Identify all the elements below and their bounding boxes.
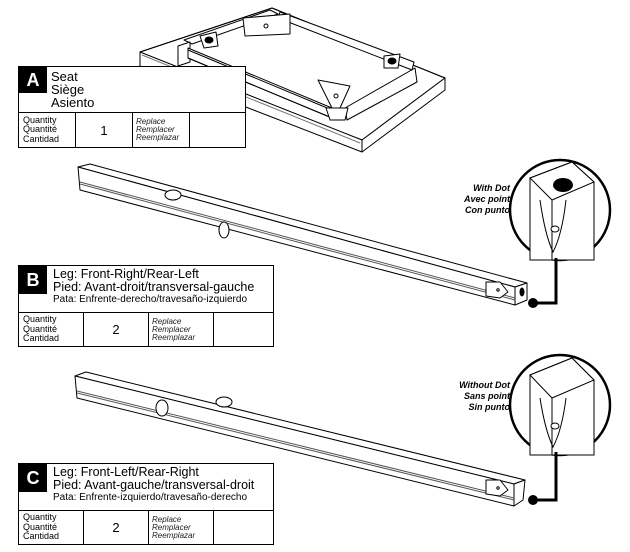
leader-line xyxy=(536,258,558,305)
part-name-en: Leg: Front-Left/Rear-Right xyxy=(53,465,199,479)
quantity-label-en: Quantity xyxy=(23,314,57,325)
callout-line: Sin punto xyxy=(468,401,511,412)
dot-mark-icon xyxy=(553,178,573,192)
without-dot-detail xyxy=(508,353,612,505)
quantity-label-es: Cantidad xyxy=(23,133,60,144)
quantity-label-en: Quantity xyxy=(23,114,57,125)
callout-line: With Dot xyxy=(473,183,510,193)
part-name: Leg: Front-Right/Rear-Left Pied: Avant-d… xyxy=(53,268,254,305)
replace-label: Replace Remplacer Reemplazar xyxy=(133,113,190,147)
with-dot-callout: With Dot Avec point Con punto xyxy=(430,183,510,215)
without-dot-callout: Without Dot Sans point Sin punto xyxy=(420,380,510,412)
part-name: Leg: Front-Left/Rear-Right Pied: Avant-g… xyxy=(53,466,254,503)
quantity-label-en: Quantity xyxy=(23,512,57,523)
leader-line xyxy=(536,452,558,502)
replace-label-en: Replace xyxy=(152,514,182,524)
part-name-fr: Pied: Avant-droit/transversal-gauche xyxy=(53,279,255,294)
part-name-fr: Pied: Avant-gauche/transversal-droit xyxy=(53,477,255,492)
quantity-label-es: Cantidad xyxy=(23,333,60,344)
replace-label-en: Replace xyxy=(136,117,166,126)
replace-label: Replace Remplacer Reemplazar xyxy=(149,511,214,544)
quantity-label-fr: Quantité xyxy=(23,323,58,334)
callout-line: Without Dot xyxy=(459,380,510,390)
part-name-fr: Siège xyxy=(51,82,85,97)
leg-c-hole xyxy=(155,399,169,417)
part-name-es: Pata: Enfrente-derecho/travesaño-izquier… xyxy=(53,294,248,305)
replace-label-en: Replace xyxy=(152,316,182,326)
quantity-value: 2 xyxy=(84,313,149,346)
quantity-row: Quantity Quantité Cantidad 2 Replace Rem… xyxy=(19,511,273,544)
part-name: Seat Siège Asiento xyxy=(51,70,94,109)
part-c-header: C Leg: Front-Left/Rear-Right Pied: Avant… xyxy=(19,464,273,511)
callout-line: Con punto xyxy=(465,204,510,215)
quantity-value: 2 xyxy=(84,511,149,544)
replace-label-es: Reemplazar xyxy=(152,530,196,540)
replace-label-es: Reemplazar xyxy=(152,332,196,342)
seat-illustration xyxy=(139,7,446,153)
leg-b-hole xyxy=(164,189,182,201)
part-a-header: A Seat Siège Asiento xyxy=(19,67,245,113)
replace-checkbox-cell[interactable] xyxy=(214,511,273,544)
part-name-en: Seat xyxy=(51,69,78,84)
replace-checkbox-cell[interactable] xyxy=(214,313,273,346)
quantity-label: Quantity Quantité Cantidad xyxy=(19,313,84,346)
part-a-label: A Seat Siège Asiento Quantity Quantité C… xyxy=(18,66,246,148)
leg-b-hole xyxy=(218,221,230,239)
replace-label-fr: Remplacer xyxy=(136,125,175,134)
quantity-label-es: Cantidad xyxy=(23,531,60,542)
part-c-label: C Leg: Front-Left/Rear-Right Pied: Avant… xyxy=(18,463,274,545)
replace-checkbox-cell[interactable] xyxy=(190,113,245,147)
leg-b-illustration xyxy=(77,163,528,306)
leg-c-illustration xyxy=(74,371,526,507)
callout-line: Sans point xyxy=(463,390,510,401)
quantity-label: Quantity Quantité Cantidad xyxy=(19,113,76,147)
quantity-row: Quantity Quantité Cantidad 1 Replace Rem… xyxy=(19,113,245,147)
leg-c-end-face xyxy=(513,479,526,507)
part-letter-badge: C xyxy=(19,464,47,492)
quantity-value: 1 xyxy=(76,113,133,147)
part-name-es: Asiento xyxy=(51,95,95,110)
part-letter-badge: A xyxy=(19,67,47,93)
quantity-label-fr: Quantité xyxy=(23,124,58,135)
part-name-en: Leg: Front-Right/Rear-Left xyxy=(53,267,199,281)
part-b-header: B Leg: Front-Right/Rear-Left Pied: Avant… xyxy=(19,266,273,313)
quantity-label: Quantity Quantité Cantidad xyxy=(19,511,84,544)
replace-label-fr: Remplacer xyxy=(152,522,191,532)
replace-label: Replace Remplacer Reemplazar xyxy=(149,313,214,346)
replace-label-es: Reemplazar xyxy=(136,133,180,142)
quantity-row: Quantity Quantité Cantidad 2 Replace Rem… xyxy=(19,313,273,346)
with-dot-detail xyxy=(508,158,612,308)
part-name-es: Pata: Enfrente-izquierdo/travesaño-derec… xyxy=(53,492,248,503)
replace-label-fr: Remplacer xyxy=(152,324,191,334)
part-b-label: B Leg: Front-Right/Rear-Left Pied: Avant… xyxy=(18,265,274,347)
leg-c-hole xyxy=(215,396,233,408)
part-letter-badge: B xyxy=(19,266,47,294)
callout-line: Avec point xyxy=(463,193,510,204)
quantity-label-fr: Quantité xyxy=(23,521,58,532)
